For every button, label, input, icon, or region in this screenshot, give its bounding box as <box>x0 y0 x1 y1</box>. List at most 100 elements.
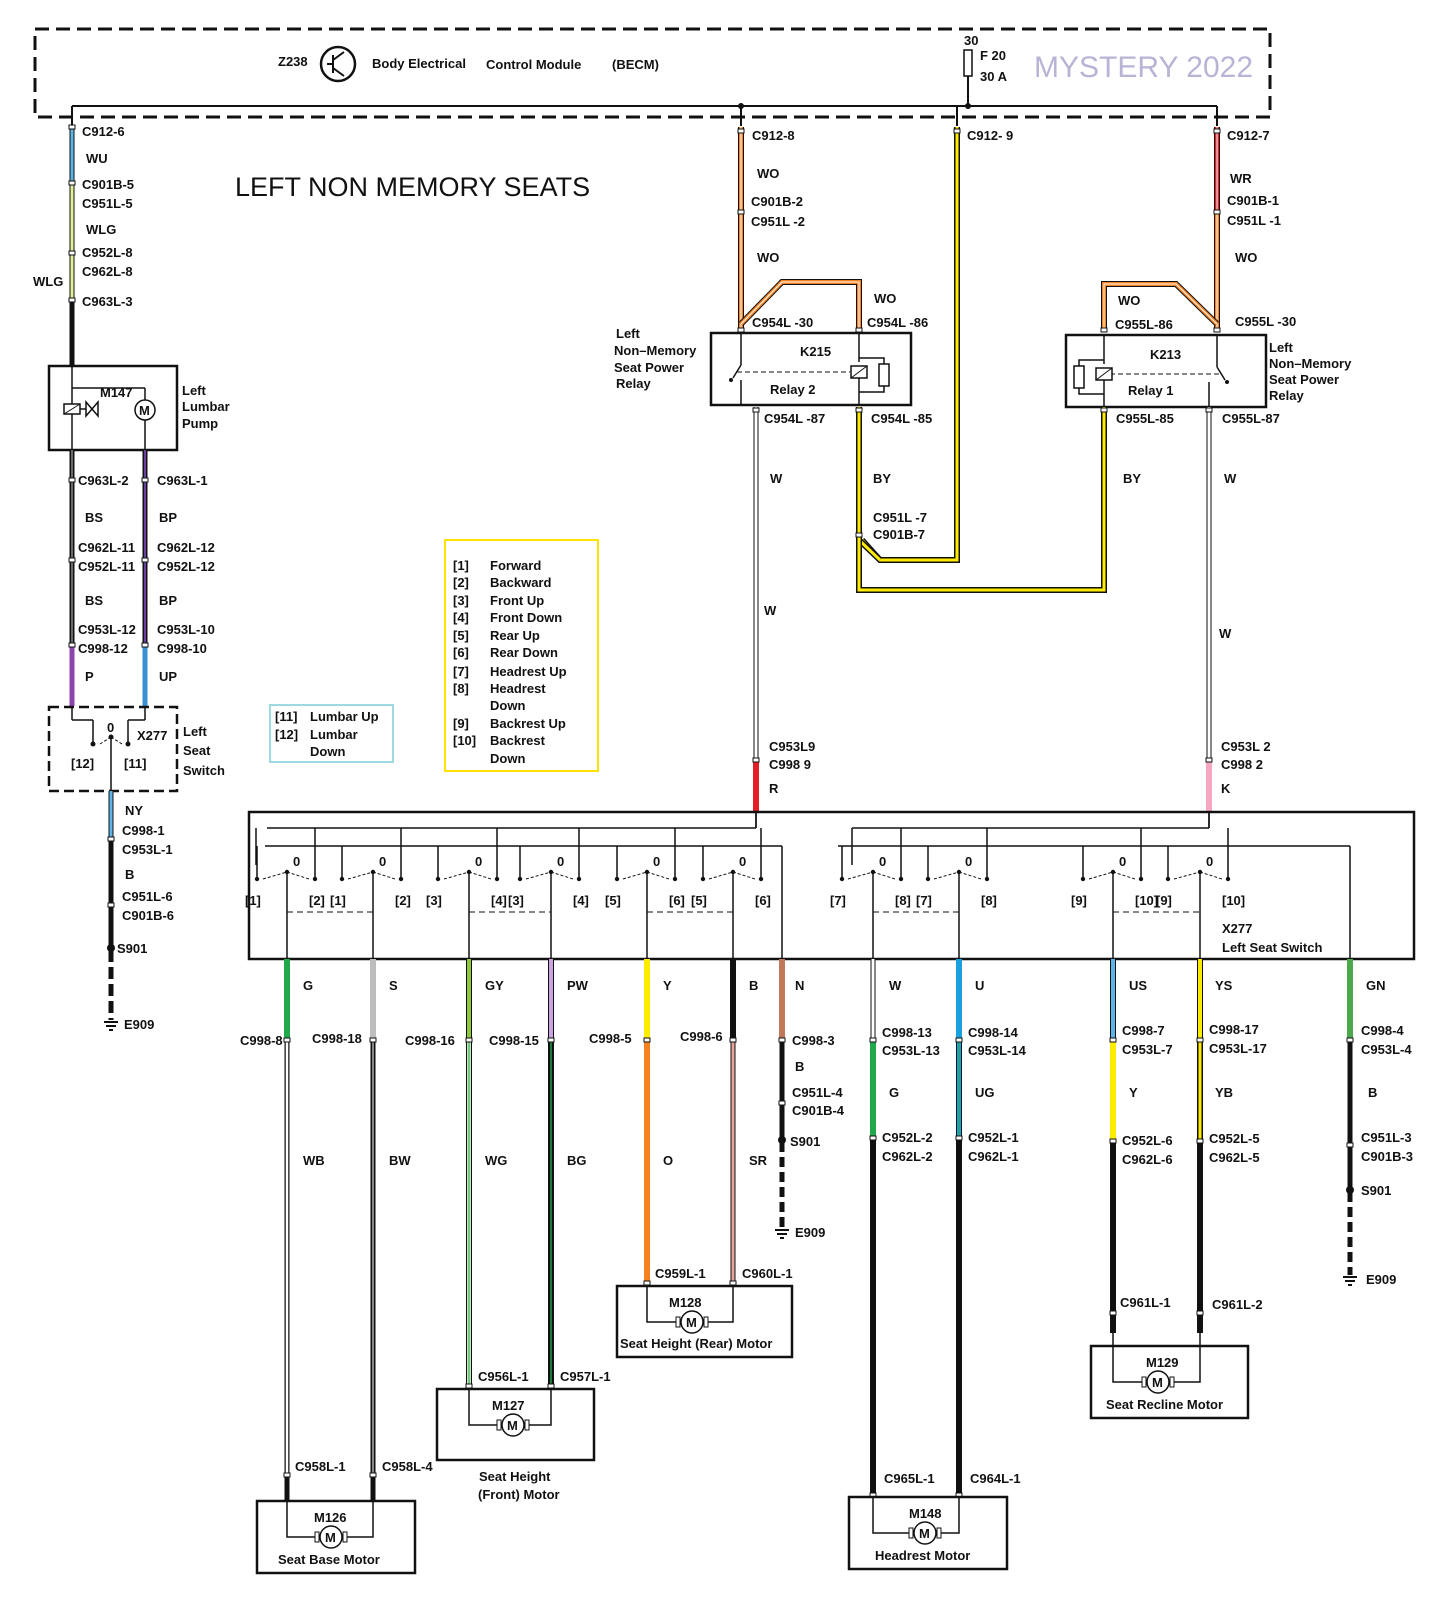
svg-text:C998-16: C998-16 <box>405 1033 455 1048</box>
svg-text:C952L-1: C952L-1 <box>968 1130 1019 1145</box>
svg-text:BG: BG <box>567 1153 587 1168</box>
switch-zero-label: 0 <box>739 854 746 869</box>
relay2-label-3: Seat Power <box>614 360 684 375</box>
wire-by-2: BY <box>1123 471 1141 486</box>
svg-text:C952L-6: C952L-6 <box>1122 1133 1173 1148</box>
conn-c951l-1: C951L -1 <box>1227 213 1281 228</box>
conn-c953l-1: C953L-1 <box>122 842 173 857</box>
output-labels: G C998-8 WB C958L-1 S C998-18 BW C958L-4… <box>240 978 1413 1486</box>
svg-text:C951L-3: C951L-3 <box>1361 1130 1412 1145</box>
conn-c912-8: C912-8 <box>752 128 795 143</box>
conn-c912-9: C912- 9 <box>967 128 1013 143</box>
svg-text:C952L-5: C952L-5 <box>1209 1131 1260 1146</box>
seat-switch-box <box>247 810 1416 961</box>
svg-text:C961L-2: C961L-2 <box>1212 1297 1263 1312</box>
svg-text:C953L-4: C953L-4 <box>1361 1042 1412 1057</box>
wire-r: R <box>769 781 779 796</box>
relay2-c87: C954L -87 <box>764 411 825 426</box>
svg-text:M: M <box>1152 1375 1163 1390</box>
motor-m126-box <box>255 1499 417 1575</box>
conn-c998-9: C998 9 <box>769 757 811 772</box>
relay1-c85: C955L-85 <box>1116 411 1174 426</box>
pump-motor-icon: M <box>134 388 156 450</box>
svg-text:Rear Down: Rear Down <box>490 645 558 660</box>
seat-switch-contacts: 0[1][2]0[1][2]0[3][4]0[3][4]0[5][6]0[5][… <box>245 812 1351 959</box>
conn-c953l-10: C953L-10 <box>157 622 215 637</box>
wire-b: B <box>125 867 134 882</box>
switch-position-label: [10] <box>1135 893 1158 908</box>
svg-text:GY: GY <box>485 978 504 993</box>
svg-text:WB: WB <box>303 1153 325 1168</box>
switch-position-label: [2] <box>309 893 325 908</box>
svg-text:Y: Y <box>1129 1085 1138 1100</box>
switch-position-label: [5] <box>691 893 707 908</box>
motor-m129-icon: M <box>1112 1316 1201 1394</box>
svg-text:GN: GN <box>1366 978 1386 993</box>
relay2-name: Relay 2 <box>770 382 816 397</box>
svg-text:C957L-1: C957L-1 <box>560 1369 611 1384</box>
page-title: LEFT NON MEMORY SEATS <box>235 172 590 202</box>
svg-text:C953L-7: C953L-7 <box>1122 1042 1173 1057</box>
svg-text:B: B <box>749 978 758 993</box>
svg-text:C998-14: C998-14 <box>968 1025 1019 1040</box>
conn-c901b-7: C901B-7 <box>873 527 925 542</box>
switch-position-label: [3] <box>508 893 524 908</box>
switch-position-label: [3] <box>426 893 442 908</box>
svg-text:N: N <box>795 978 804 993</box>
wire-p: P <box>85 669 94 684</box>
svg-text:C901B-4: C901B-4 <box>792 1103 845 1118</box>
conn-c953l9: C953L9 <box>769 739 815 754</box>
svg-text:U: U <box>975 978 984 993</box>
lumbar-switch-label-2: Seat <box>183 743 211 758</box>
conn-c912-7: C912-7 <box>1227 128 1270 143</box>
svg-text:S: S <box>389 978 398 993</box>
ground-e909: E909 <box>124 1017 154 1032</box>
svg-text:E909: E909 <box>795 1225 825 1240</box>
conn-c962l-11: C962L-11 <box>78 540 135 555</box>
conn-c998-12: C998-12 <box>78 641 128 656</box>
svg-text:C998-18: C998-18 <box>312 1031 362 1046</box>
relay1-c30: C955L -30 <box>1235 314 1296 329</box>
relay2-id: K215 <box>800 344 831 359</box>
conn-c952l-8: C952L-8 <box>82 245 133 260</box>
svg-text:C998-5: C998-5 <box>589 1031 632 1046</box>
svg-text:C958L-1: C958L-1 <box>295 1459 346 1474</box>
svg-text:O: O <box>663 1153 673 1168</box>
relay2-coil-icon <box>729 333 890 405</box>
svg-text:[4]: [4] <box>453 610 469 625</box>
switch-position-label: [10] <box>1222 893 1245 908</box>
wire-w-4: W <box>1219 626 1232 641</box>
wire-bs: BS <box>85 510 103 525</box>
ground-icon <box>104 1021 118 1031</box>
conn-c951l-5: C951L-5 <box>82 196 133 211</box>
relay1-id: K213 <box>1150 347 1181 362</box>
conn-c912-6: C912-6 <box>82 124 125 139</box>
svg-text:Headrest: Headrest <box>490 681 546 696</box>
becm-box <box>33 27 1272 119</box>
svg-text:M: M <box>139 403 150 418</box>
switch-zero-label: 0 <box>557 854 564 869</box>
svg-text:C962L-2: C962L-2 <box>882 1149 933 1164</box>
legend-lumbar-text-1: Lumbar Up <box>310 709 379 724</box>
conn-c951l-2: C951L -2 <box>751 214 805 229</box>
legend-lumbar-text-3: Down <box>310 744 345 759</box>
svg-text:[7]: [7] <box>453 664 469 679</box>
relay1-label-1: Left <box>1269 340 1294 355</box>
svg-text:C965L-1: C965L-1 <box>884 1471 935 1486</box>
svg-text:C998-13: C998-13 <box>882 1025 932 1040</box>
conn-c962l-12: C962L-12 <box>157 540 215 555</box>
relay2-label-4: Relay <box>616 376 651 391</box>
wire-wlg-2: WLG <box>33 274 63 289</box>
svg-text:Forward: Forward <box>490 558 541 573</box>
svg-text:C952L-2: C952L-2 <box>882 1130 933 1145</box>
wire-wlg: WLG <box>86 222 116 237</box>
lumbar-switch-box <box>47 705 179 793</box>
conn-c953l-12: C953L-12 <box>78 622 136 637</box>
switch-zero-label: 0 <box>653 854 660 869</box>
motor-m127-name-1: Seat Height <box>479 1469 551 1484</box>
motor-m128-icon: M <box>646 1286 734 1334</box>
lumbar-switch-zero: 0 <box>107 720 114 735</box>
conn-c962l-8: C962L-8 <box>82 264 133 279</box>
svg-text:PW: PW <box>567 978 589 993</box>
svg-text:M: M <box>919 1526 930 1541</box>
